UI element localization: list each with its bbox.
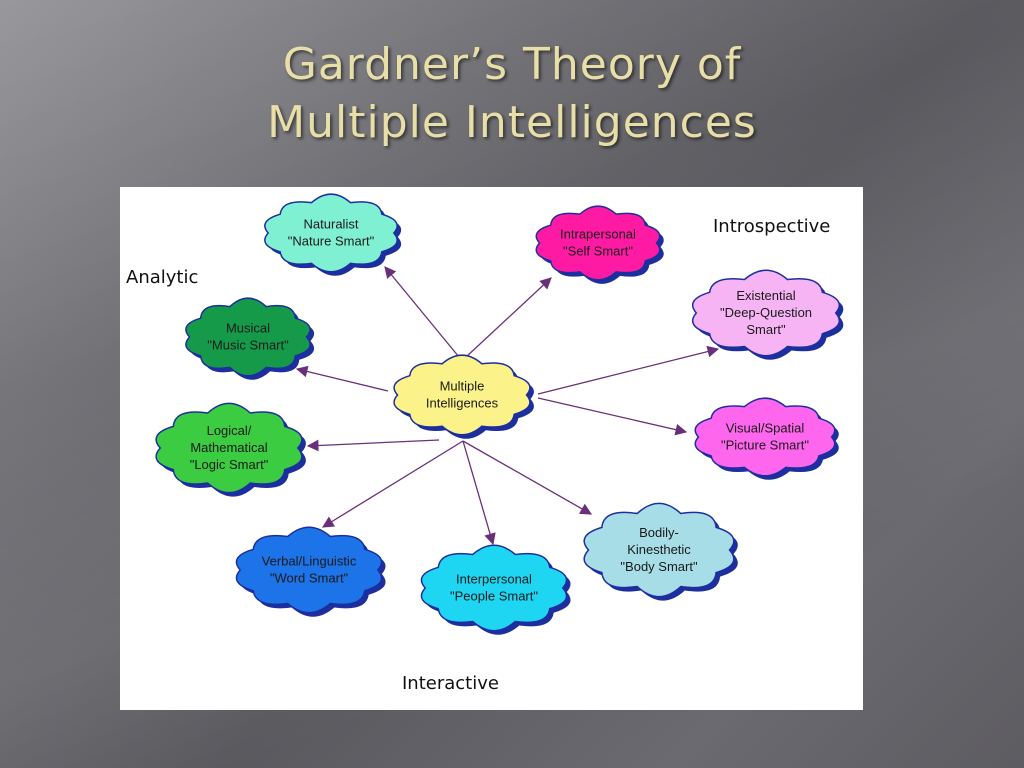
label-introspective: Introspective bbox=[713, 216, 830, 237]
cloud-shape bbox=[535, 205, 661, 281]
cloud-logical-mathematical-line: Logical/ bbox=[207, 423, 252, 438]
arrow-to-existential bbox=[537, 345, 720, 395]
cloud-shape bbox=[420, 544, 568, 632]
arrow-to-visual-spatial bbox=[537, 397, 688, 436]
clouds-layer: Naturalist "Nature Smart" Intrapersonal "Se… bbox=[155, 193, 844, 635]
cloud-existential-line: Smart" bbox=[746, 322, 786, 337]
title-line-2: Multiple Intelligences bbox=[267, 97, 757, 148]
arrow-to-bodily-kinesthetic bbox=[462, 440, 593, 515]
label-interactive: Interactive bbox=[402, 673, 499, 694]
arrow-to-interpersonal bbox=[462, 440, 496, 546]
cloud-existential-line: Existential bbox=[736, 288, 795, 303]
cloud-logical-mathematical-line: "Logic Smart" bbox=[190, 457, 269, 472]
arrow-to-musical bbox=[295, 365, 389, 392]
cloud-naturalist-line: "Nature Smart" bbox=[288, 234, 375, 249]
cloud-visual-spatial-line: "Picture Smart" bbox=[721, 438, 809, 453]
cloud-intrapersonal-line: Intrapersonal bbox=[560, 227, 636, 242]
cloud-interpersonal-line: "People Smart" bbox=[450, 589, 538, 604]
cloud-visual-spatial-line: Visual/Spatial bbox=[726, 421, 805, 436]
cloud-shape bbox=[235, 526, 383, 614]
arrow-to-intrapersonal bbox=[465, 277, 552, 358]
slide-title: Gardner’s Theory of Multiple Intelligenc… bbox=[0, 36, 1024, 152]
intelligences-diagram: Naturalist "Nature Smart" Intrapersonal "Se… bbox=[126, 193, 844, 694]
cloud-naturalist: Naturalist "Nature Smart" bbox=[264, 193, 402, 276]
cloud-interpersonal: Interpersonal "People Smart" bbox=[420, 544, 571, 635]
arrow-to-logical-mathematical bbox=[306, 439, 440, 452]
title-line-1: Gardner’s Theory of bbox=[282, 39, 742, 90]
cloud-shape bbox=[155, 402, 303, 494]
label-analytic: Analytic bbox=[126, 267, 198, 288]
cloud-naturalist-line: Naturalist bbox=[304, 217, 359, 232]
cloud-shape bbox=[393, 354, 531, 436]
arrow-to-verbal-linguistic bbox=[322, 440, 464, 528]
arrows-layer bbox=[295, 266, 720, 546]
cloud-intrapersonal: Intrapersonal "Self Smart" bbox=[535, 205, 664, 284]
cloud-shape bbox=[692, 269, 840, 357]
cloud-bodily-kinesthetic-line: Kinesthetic bbox=[627, 542, 691, 557]
cloud-musical-line: Musical bbox=[226, 321, 270, 336]
cloud-musical: Musical "Music Smart" bbox=[185, 297, 315, 380]
cloud-verbal-linguistic-line: Verbal/Linguistic bbox=[262, 554, 357, 569]
cloud-bodily-kinesthetic-line: "Body Smart" bbox=[620, 559, 698, 574]
cloud-logical-mathematical-line: Mathematical bbox=[190, 440, 267, 455]
cloud-interpersonal-line: Interpersonal bbox=[456, 572, 532, 587]
cloud-bodily-kinesthetic-line: Bodily- bbox=[639, 525, 679, 540]
cloud-multiple-intelligences-line: Multiple bbox=[440, 379, 485, 394]
cloud-bodily-kinesthetic: Bodily- Kinesthetic "Body Smart" bbox=[583, 502, 738, 601]
cloud-shape bbox=[185, 297, 311, 377]
diagram-panel: Naturalist "Nature Smart" Intrapersonal "Se… bbox=[120, 187, 863, 710]
arrow-to-naturalist bbox=[384, 266, 460, 358]
cloud-logical-mathematical: Logical/Mathematical "Logic Smart" bbox=[155, 402, 306, 497]
cloud-verbal-linguistic-line: "Word Smart" bbox=[270, 571, 349, 586]
cloud-verbal-linguistic: Verbal/Linguistic "Word Smart" bbox=[235, 526, 386, 617]
cloud-visual-spatial: Visual/Spatial "Picture Smart" bbox=[694, 397, 839, 480]
cloud-shape bbox=[694, 397, 836, 477]
cloud-existential-line: "Deep-Question bbox=[720, 305, 812, 320]
cloud-shape bbox=[264, 193, 398, 273]
cloud-multiple-intelligences-line: Intelligences bbox=[426, 396, 499, 411]
cloud-intrapersonal-line: "Self Smart" bbox=[563, 244, 633, 259]
cloud-musical-line: "Music Smart" bbox=[207, 338, 289, 353]
cloud-shape bbox=[583, 502, 735, 598]
